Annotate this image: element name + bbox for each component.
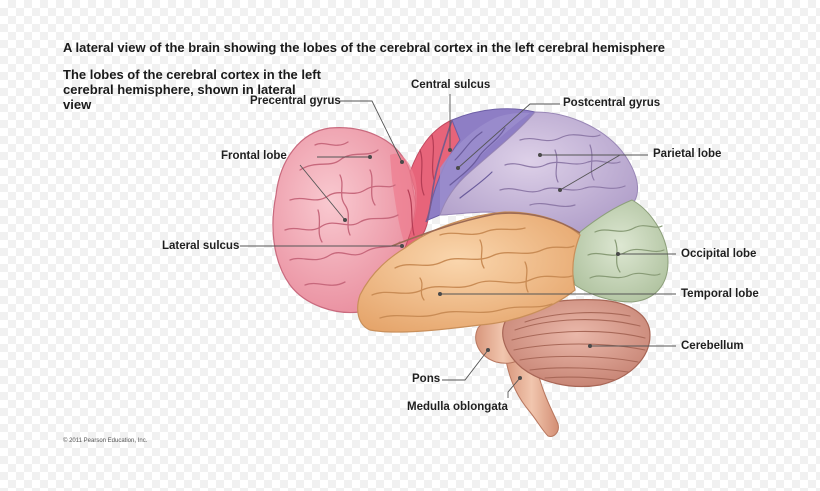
label-cerebellum: Cerebellum	[681, 340, 744, 352]
label-medulla-oblongata: Medulla oblongata	[407, 401, 508, 413]
label-temporal-lobe: Temporal lobe	[681, 288, 759, 300]
label-occipital-lobe: Occipital lobe	[681, 248, 756, 260]
label-parietal-lobe: Parietal lobe	[653, 148, 721, 160]
label-lateral-sulcus: Lateral sulcus	[162, 240, 239, 252]
copyright-notice: © 2011 Pearson Education, Inc.	[63, 438, 147, 444]
label-precentral-gyrus: Precentral gyrus	[250, 95, 341, 107]
label-frontal-lobe: Frontal lobe	[221, 150, 287, 162]
label-pons: Pons	[412, 373, 440, 385]
label-postcentral-gyrus: Postcentral gyrus	[563, 97, 660, 109]
label-central-sulcus: Central sulcus	[411, 79, 490, 91]
